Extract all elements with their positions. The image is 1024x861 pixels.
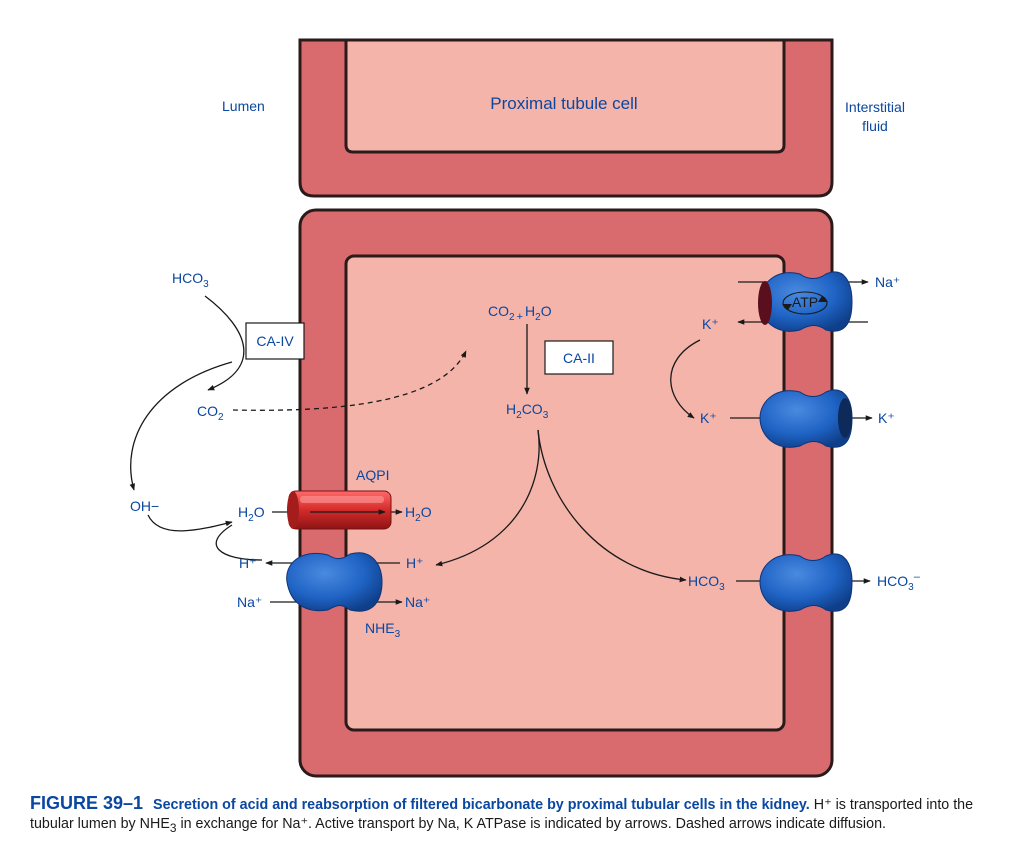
ca-iv-box: CA-IV bbox=[245, 322, 305, 360]
cell-h2o-label: H2O bbox=[405, 504, 432, 524]
interstitial-k-plus-label: K⁺ bbox=[878, 410, 895, 426]
cell-k-plus-upper-label: K⁺ bbox=[702, 316, 719, 332]
co2-branch-to-oh-arrow bbox=[129, 361, 233, 491]
hco3-transporter bbox=[759, 553, 853, 612]
cell-h-plus-label: H⁺ bbox=[406, 555, 424, 571]
cell-hco3-label: HCO3 bbox=[688, 573, 725, 593]
nhe3-transporter bbox=[286, 552, 383, 612]
h2co3-to-hco3-arrow bbox=[537, 429, 687, 583]
upper-neighbor-cell bbox=[298, 38, 834, 198]
figure-caption: FIGURE 39–1 Secretion of acid and reabsor… bbox=[30, 794, 1010, 838]
interstitial-na-plus-label: Na⁺ bbox=[875, 274, 900, 290]
figure-number: FIGURE 39–1 bbox=[30, 793, 144, 813]
h2co3-label: H2CO3 bbox=[506, 401, 549, 421]
aquaporin-channel bbox=[287, 490, 392, 530]
lumen-na-plus-label: Na⁺ bbox=[237, 594, 262, 610]
co2-diffusion-arrow bbox=[232, 350, 467, 411]
atp-label: ATP bbox=[792, 294, 818, 310]
h-to-h2o-arrow bbox=[215, 524, 263, 561]
interstitial-label-line1: Interstitial bbox=[845, 99, 905, 115]
h2co3-to-h-arrow bbox=[435, 429, 540, 567]
oh-to-h2o-arrow bbox=[147, 514, 233, 532]
cell-title: Proximal tubule cell bbox=[490, 94, 637, 113]
oh-label: OH− bbox=[130, 498, 159, 514]
bicarbonate-reabsorption-diagram: Lumen Proximal tubule cell Interstitial … bbox=[129, 38, 921, 778]
svg-text:CA-II: CA-II bbox=[563, 350, 595, 366]
cell-na-plus-label: Na⁺ bbox=[405, 594, 430, 610]
nhe3-label: NHE3 bbox=[365, 620, 401, 640]
k-channel bbox=[759, 389, 853, 448]
lumen-hco3-label: HCO3 bbox=[172, 270, 209, 290]
cell-k-plus-lower-label: K⁺ bbox=[700, 410, 717, 426]
caption-text-part2: in exchange for Na⁺. Active transport by… bbox=[176, 816, 886, 832]
lumen-co2-label: CO2 bbox=[197, 403, 224, 423]
interstitial-label-line2: fluid bbox=[862, 118, 888, 134]
k-recycle-arrow bbox=[670, 339, 701, 419]
svg-text:CA-IV: CA-IV bbox=[256, 333, 294, 349]
interstitial-hco3-label: HCO3– bbox=[877, 571, 921, 593]
co2-h2o-label: CO2+H2O bbox=[488, 303, 552, 323]
aqp-label: AQPI bbox=[356, 467, 389, 483]
lumen-h2o-label: H2O bbox=[238, 504, 265, 524]
proximal-tubule-cell bbox=[298, 208, 834, 778]
lumen-label: Lumen bbox=[222, 98, 265, 114]
lumen-h-plus-label: H⁺ bbox=[239, 555, 257, 571]
ca-ii-box: CA-II bbox=[544, 340, 614, 375]
hco3-to-co2-arrow bbox=[204, 295, 245, 391]
caption-text-part1: H⁺ is transported into the tubular lumen… bbox=[30, 797, 974, 832]
figure-title: Secretion of acid and reabsorption of fi… bbox=[153, 797, 810, 813]
atp-cycle bbox=[782, 291, 828, 315]
na-k-atpase-pump bbox=[758, 271, 853, 332]
caption-subscript: 3 bbox=[169, 820, 177, 835]
